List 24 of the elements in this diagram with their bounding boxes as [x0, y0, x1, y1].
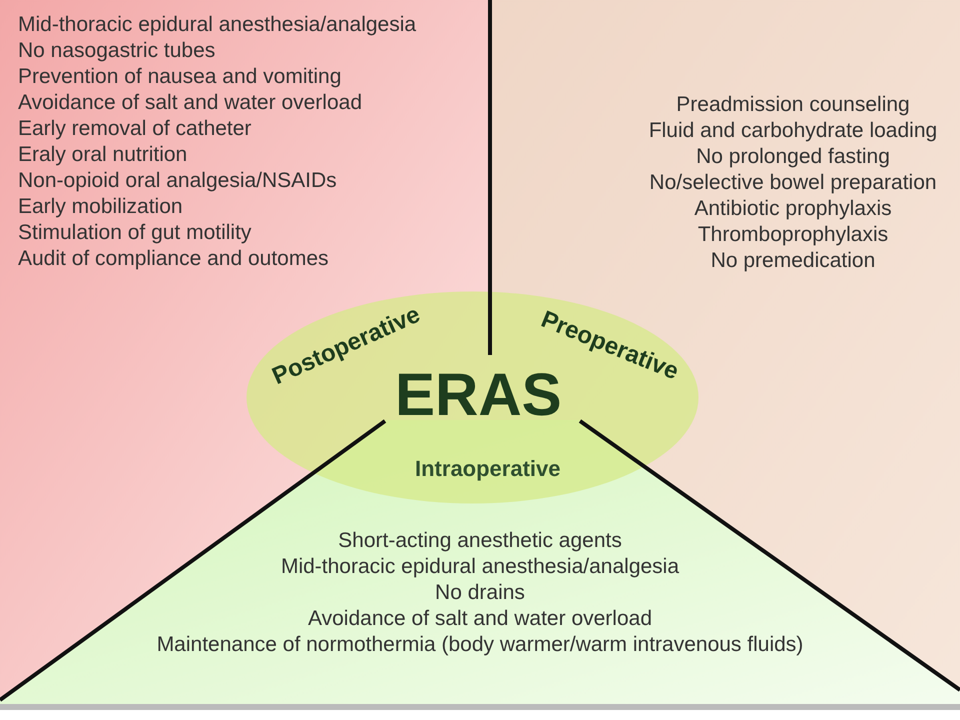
center-ellipse	[245, 290, 700, 505]
list-item: Fluid and carbohydrate loading	[648, 118, 938, 144]
list-item: No premedication	[710, 248, 876, 274]
list-item: Avoidance of salt and water overload	[307, 606, 653, 632]
list-item: Mid-thoracic epidural anesthesia/analgesia	[280, 554, 680, 580]
phase-label: Intraoperative	[415, 456, 560, 482]
list-item: Maintenance of normothermia (body warmer/warm intravenous fluids)	[156, 632, 804, 658]
list-item: No drains	[434, 580, 526, 606]
list-item: Preadmission counseling	[675, 92, 911, 118]
list-item: No nasogastric tubes	[18, 38, 216, 64]
list-item: Mid-thoracic epidural anesthesia/analgesia	[18, 12, 418, 38]
list-item: Thromboprophylaxis	[696, 222, 890, 248]
list-item: Short-acting anesthetic agents	[337, 528, 623, 554]
list-item: Early removal of catheter	[18, 116, 252, 142]
list-item: No prolonged fasting	[695, 144, 891, 170]
list-item: Non-opioid oral analgesia/NSAIDs	[18, 168, 338, 194]
list-item: Audit of compliance and outomes	[18, 246, 330, 272]
list-item: Eraly oral nutrition	[18, 142, 188, 168]
list-item: Prevention of nausea and vomiting	[18, 64, 342, 90]
list-item: Stimulation of gut motility	[18, 220, 252, 246]
list-item: Antibiotic prophylaxis	[693, 196, 893, 222]
list-item: Avoidance of salt and water overload	[18, 90, 363, 116]
list-item: Early mobilization	[18, 194, 184, 220]
list-item: No/selective bowel preparation	[648, 170, 938, 196]
